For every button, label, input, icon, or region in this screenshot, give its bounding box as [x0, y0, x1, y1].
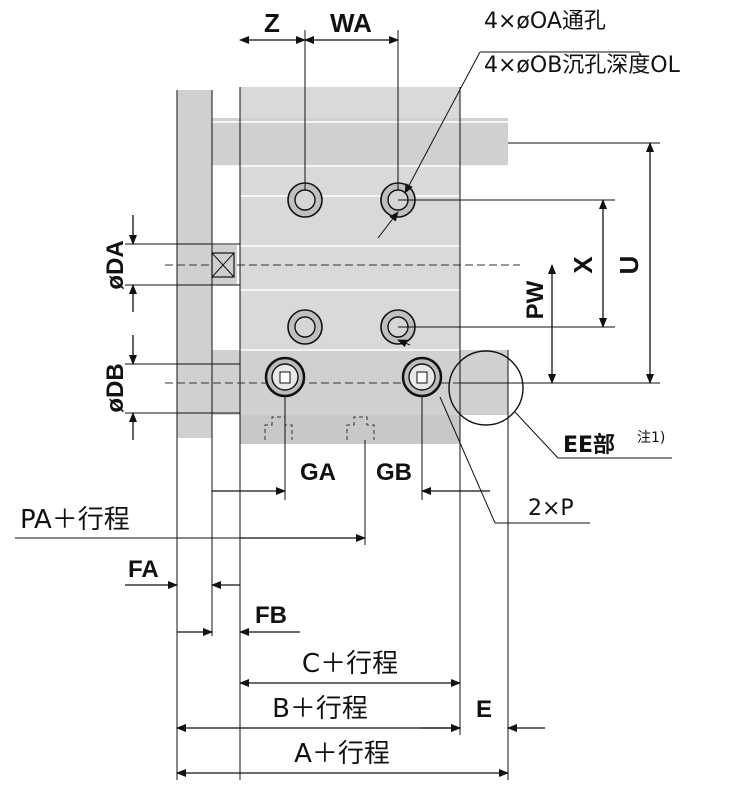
port-left — [264, 356, 306, 398]
label-ee-note: 注1) — [637, 430, 665, 446]
label-pa: PA＋行程 — [20, 505, 130, 535]
label-wa: WA — [330, 8, 372, 38]
end-plate — [177, 90, 212, 438]
label-a: A＋行程 — [294, 739, 390, 769]
label-pw: PW — [522, 280, 549, 319]
label-fb: FB — [255, 602, 287, 629]
label-fa: FA — [128, 556, 159, 583]
label-oa-holes: 4×øOA通孔 — [484, 9, 606, 34]
label-ga: GA — [300, 459, 336, 486]
port-right — [401, 356, 443, 398]
ee-detail-circle — [448, 350, 524, 426]
label-z: Z — [264, 8, 280, 38]
mounting-hole-mid-left — [287, 309, 323, 345]
hidden-fitting-right — [346, 416, 375, 440]
label-e: E — [476, 696, 492, 723]
label-ports: 2×P — [528, 496, 574, 521]
label-da: øDA — [102, 240, 129, 289]
label-gb: GB — [376, 459, 412, 486]
label-b: B＋行程 — [272, 694, 368, 724]
guide-rod-upper — [212, 118, 508, 166]
label-u: U — [614, 256, 644, 275]
mounting-hole-top-left — [287, 182, 323, 218]
label-db: øDB — [102, 363, 129, 412]
label-ee: EE部 — [563, 432, 615, 458]
label-x: X — [568, 256, 598, 274]
hidden-fitting-left — [264, 416, 293, 440]
label-ob-holes: 4×øOB沉孔深度OL — [484, 53, 681, 78]
label-c: C＋行程 — [302, 649, 398, 679]
